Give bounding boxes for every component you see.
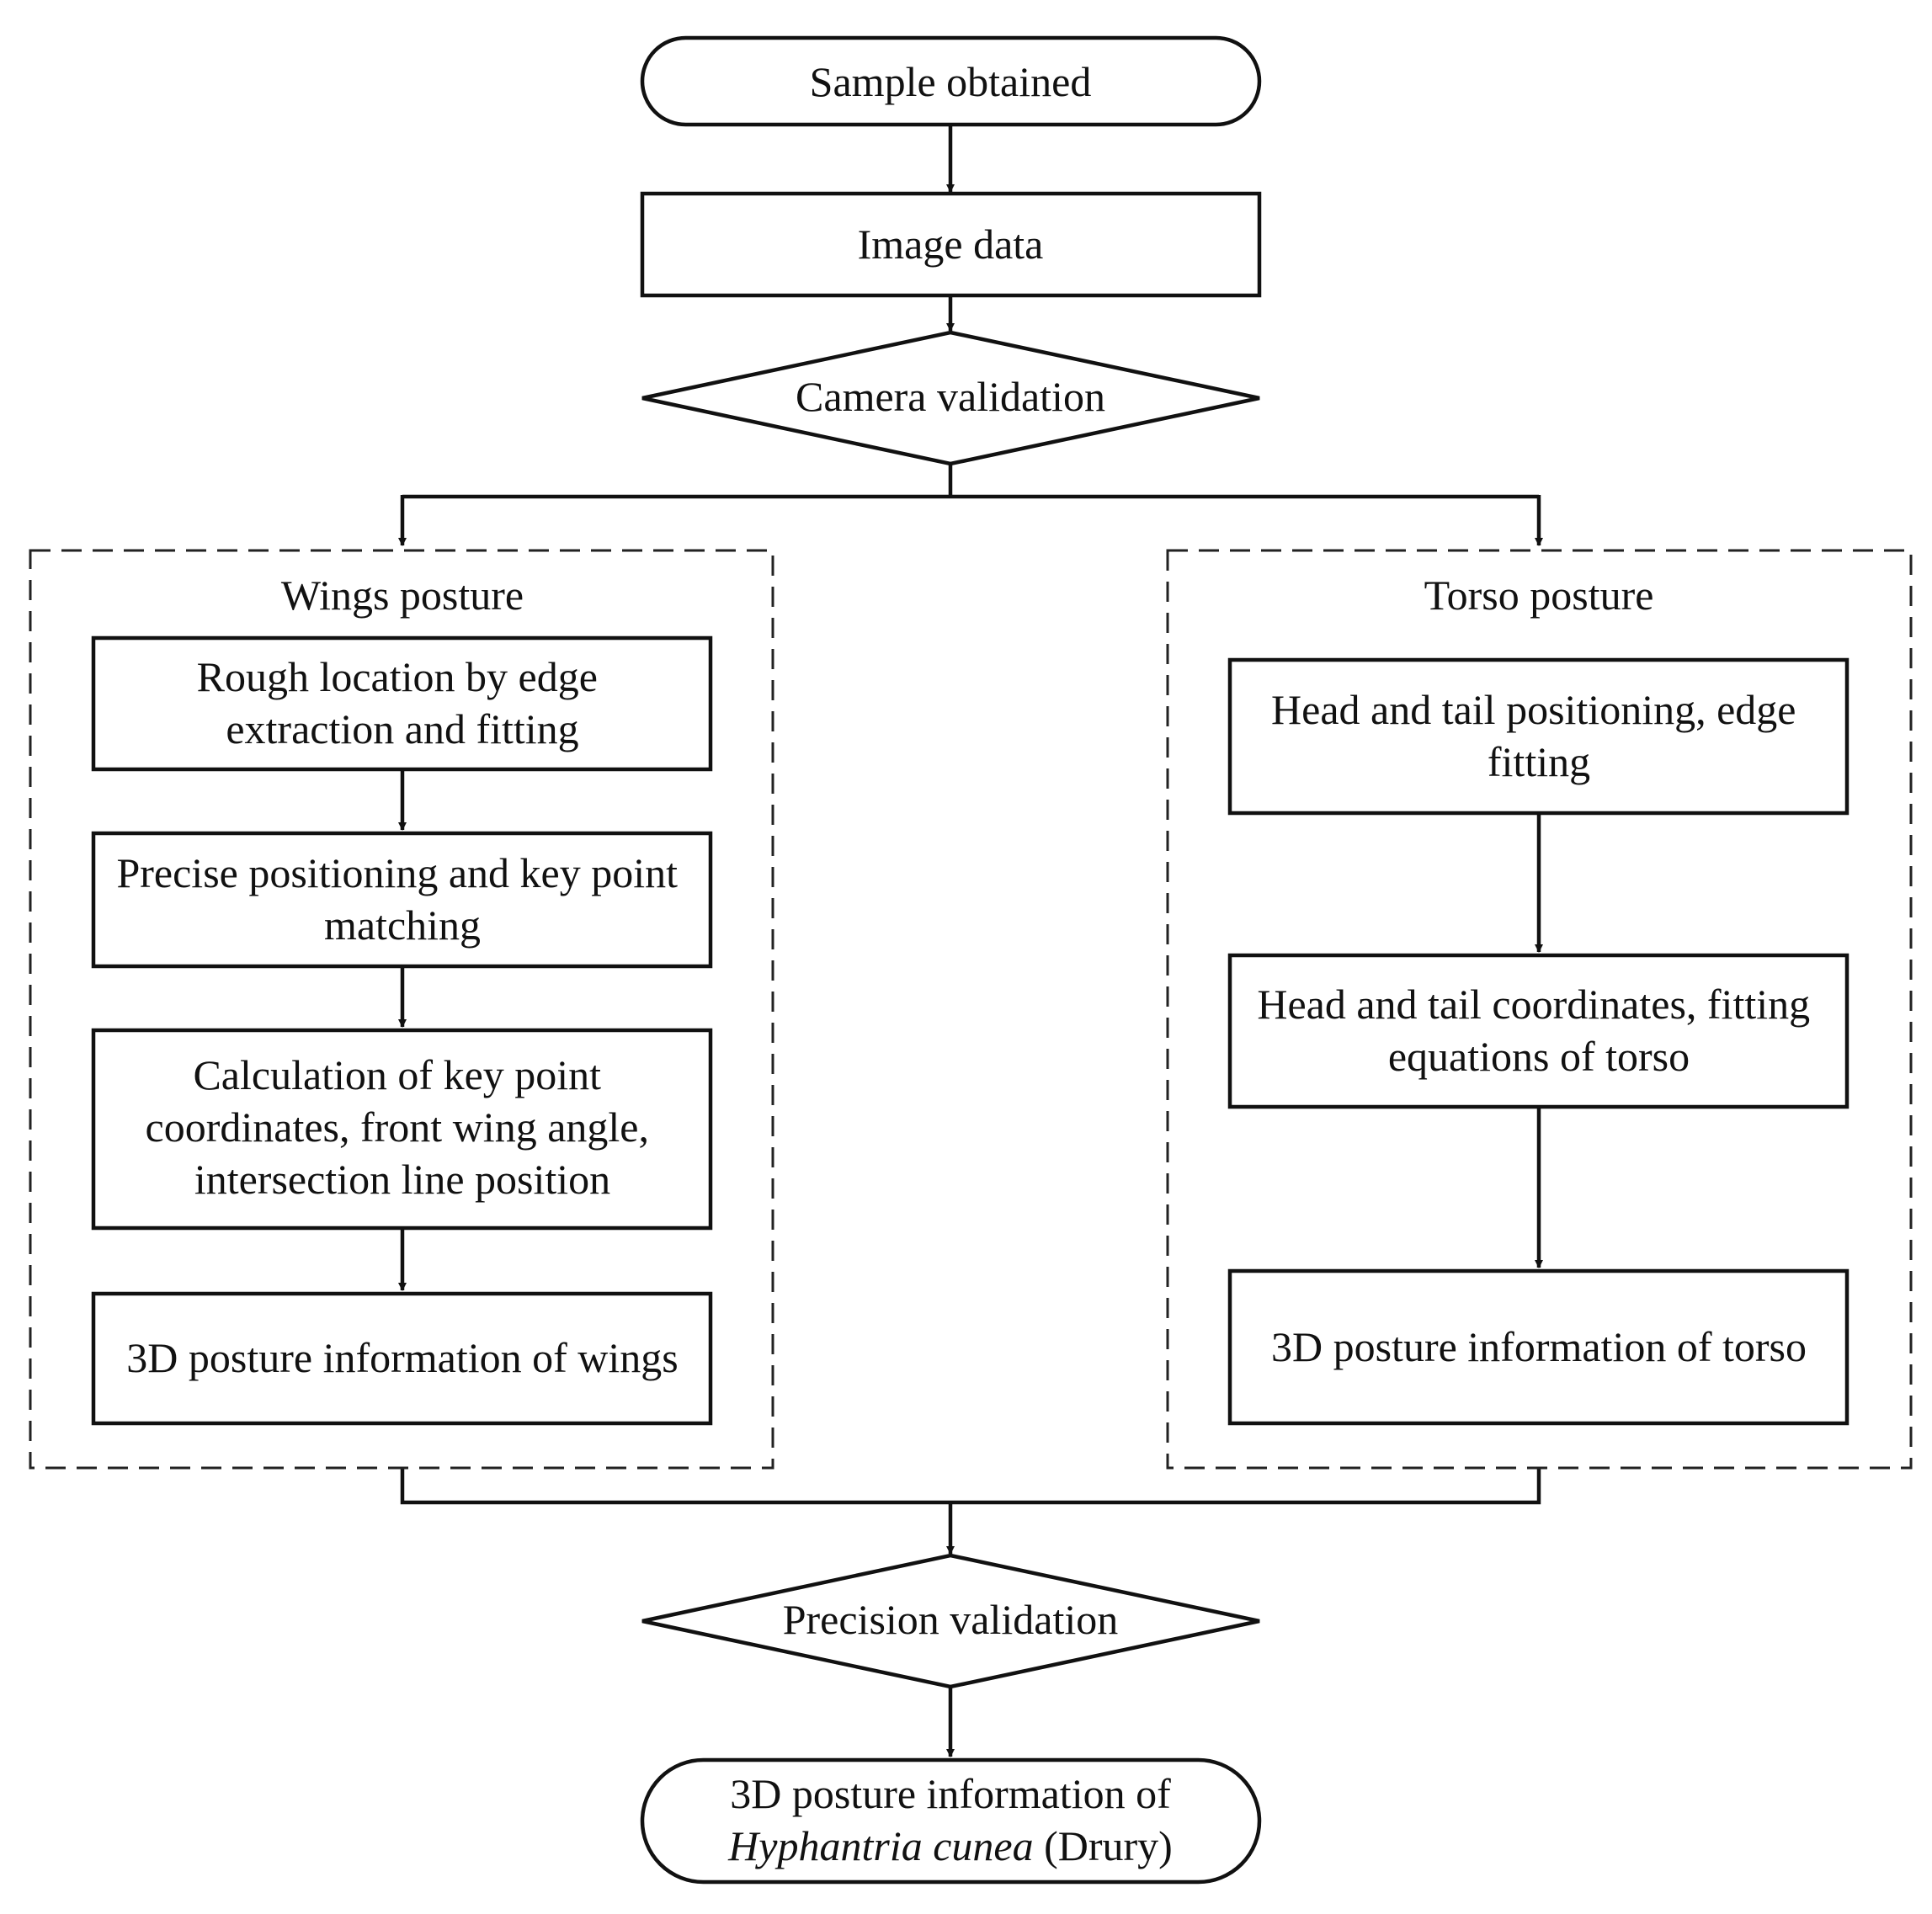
wings-step-precise-positioning — [91, 831, 713, 969]
end-label-line1: 3D posture information of — [730, 1770, 1171, 1817]
wings-step-rough-location-label: Rough location by edge extraction and fi… — [197, 653, 609, 752]
torso-group-title: Torso posture — [1424, 572, 1654, 619]
torso-step-head-tail-coordinates-label: Head and tail coordinates, fitting equat… — [1257, 981, 1820, 1080]
torso-step-3d-posture-label: 3D posture information of torso — [1271, 1323, 1807, 1370]
start-terminal — [640, 35, 1262, 127]
image-data-box — [640, 191, 1262, 298]
start-label: Sample obtained — [810, 58, 1092, 105]
wings-step-3d-posture — [91, 1291, 713, 1426]
image-data-label: Image data — [858, 221, 1044, 268]
torso-posture-group — [1166, 549, 1913, 1470]
torso-step-3d-posture — [1227, 1268, 1850, 1426]
wings-step-rough-location — [91, 635, 713, 772]
connectors — [398, 126, 1543, 1757]
camera-validation-diamond — [641, 330, 1260, 466]
end-terminal — [640, 1757, 1262, 1885]
wings-step-3d-posture-label: 3D posture information of wings — [126, 1334, 678, 1381]
camera-validation-label: Camera validation — [796, 373, 1105, 420]
precision-validation-label: Precision validation — [783, 1596, 1119, 1643]
wings-step-precise-positioning-label: Precise positioning and key point matchi… — [116, 849, 688, 949]
species-name: Hyphantria cunea — [727, 1822, 1033, 1869]
end-label-line2: Hyphantria cunea (Drury) — [727, 1822, 1173, 1869]
precision-validation-diamond — [641, 1553, 1260, 1689]
merge-connector — [400, 1469, 1541, 1505]
torso-step-head-tail-coordinates — [1227, 953, 1850, 1109]
split-connector — [402, 464, 1539, 499]
torso-step-head-tail-positioning-label: Head and tail positioning, edge fitting — [1271, 686, 1807, 785]
wings-group-title: Wings posture — [281, 572, 524, 619]
species-authority: (Drury) — [1034, 1822, 1173, 1869]
wings-step-calculation — [91, 1028, 713, 1231]
wings-step-calculation-label: Calculation of key point coordinates, fr… — [146, 1051, 660, 1203]
wings-posture-group — [29, 549, 774, 1470]
torso-step-head-tail-positioning — [1227, 657, 1850, 816]
